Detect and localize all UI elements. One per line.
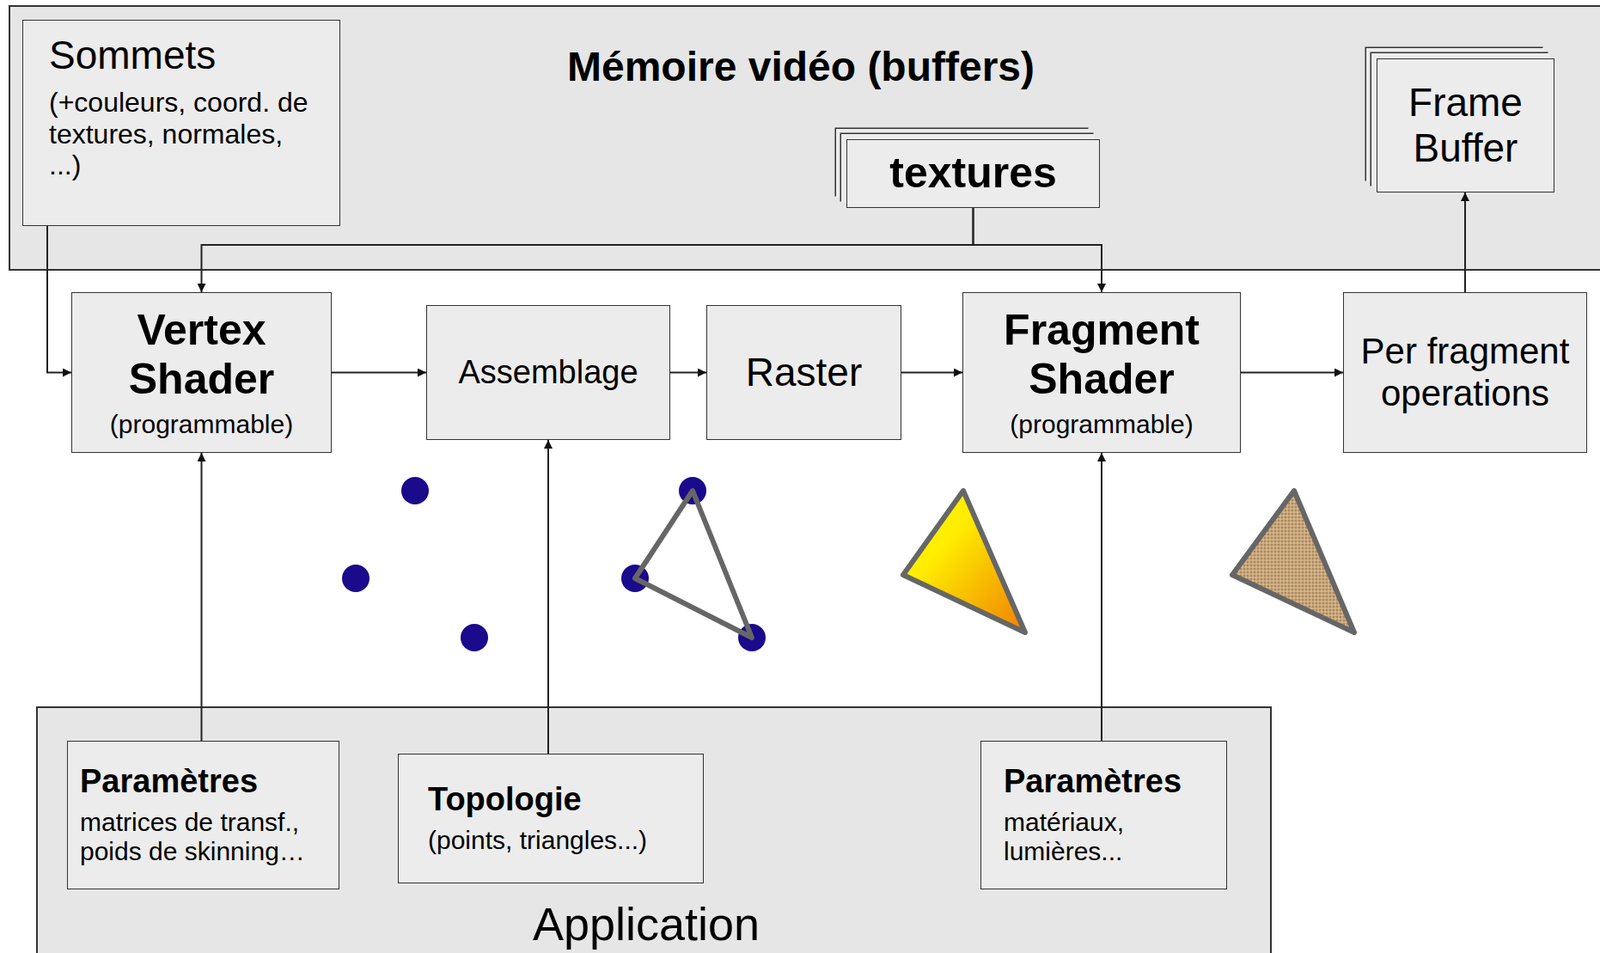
pipeline-box: Assemblage	[426, 305, 671, 440]
box-detail: matrices de transf., poids de skinning…	[79, 807, 327, 868]
box-detail: matériaux, lumières...	[1003, 807, 1204, 868]
box-detail: (points, triangles...)	[427, 825, 648, 856]
box-heading: Vertex Shader	[82, 305, 321, 405]
box-heading: Topologie	[427, 781, 582, 819]
flow-arrow	[901, 372, 963, 374]
pipeline-box: Paramètres matériaux, lumières...	[980, 740, 1228, 890]
box-heading: Frame Buffer	[1387, 79, 1544, 171]
pipeline-box: Frame Buffer	[1376, 58, 1555, 193]
box-detail: (programmable)	[1009, 409, 1193, 440]
application-band: Application Paramètres matrices de transf.…	[36, 706, 1272, 953]
box-heading: Mémoire vidéo (buffers)	[500, 42, 1102, 91]
flow-arrow	[1464, 192, 1466, 293]
pipeline-box: Sommets (+couleurs, coord. de textures, n…	[22, 19, 341, 226]
assembled-triangle	[635, 490, 752, 638]
flow-arrow	[1240, 372, 1344, 374]
box-detail: (programmable)	[109, 409, 294, 440]
box-heading: Paramètres	[79, 763, 258, 801]
box-detail: (+couleurs, coord. de textures, normales…	[48, 86, 314, 182]
textured-triangle	[1232, 490, 1355, 633]
box-heading: Sommets	[48, 32, 216, 79]
pipeline-box: Raster	[706, 305, 902, 440]
pipeline-box: Paramètres matrices de transf., poids de …	[67, 740, 340, 890]
box-heading: Paramètres	[1003, 763, 1182, 801]
pipeline-box: Per fragment operations	[1343, 292, 1588, 453]
flow-arrow	[1100, 452, 1103, 741]
pipeline-box: Topologie (points, triangles...)	[397, 753, 704, 884]
flow-arrow	[201, 452, 203, 741]
flow-arrow	[201, 207, 974, 293]
flow-arrow	[670, 372, 707, 374]
flow-arrow	[331, 372, 427, 374]
pipeline-box: textures	[846, 139, 1100, 208]
box-heading: Fragment Shader	[973, 305, 1230, 405]
flow-arrow	[47, 225, 72, 373]
box-heading: textures	[889, 148, 1057, 199]
box-heading: Raster	[745, 349, 862, 396]
vertex-dot	[341, 564, 370, 593]
box-heading: Assemblage	[458, 354, 638, 392]
rasterized-triangle	[903, 490, 1026, 633]
flow-arrow	[547, 439, 550, 754]
pipeline-box: Vertex Shader (programmable)	[71, 292, 332, 453]
box-heading: Application	[345, 897, 947, 951]
flow-arrow	[973, 207, 1103, 293]
pipeline-box: Fragment Shader (programmable)	[962, 292, 1241, 453]
memory-band: Mémoire vidéo (buffers) Sommets (+couleurs…	[8, 5, 1600, 271]
band-heading-slot: Mémoire vidéo (buffers)	[500, 42, 1102, 91]
vertex-dot	[401, 476, 429, 505]
band-heading-slot: Application	[345, 897, 947, 951]
box-heading: Per fragment operations	[1354, 330, 1576, 415]
vertex-dot	[460, 623, 489, 652]
